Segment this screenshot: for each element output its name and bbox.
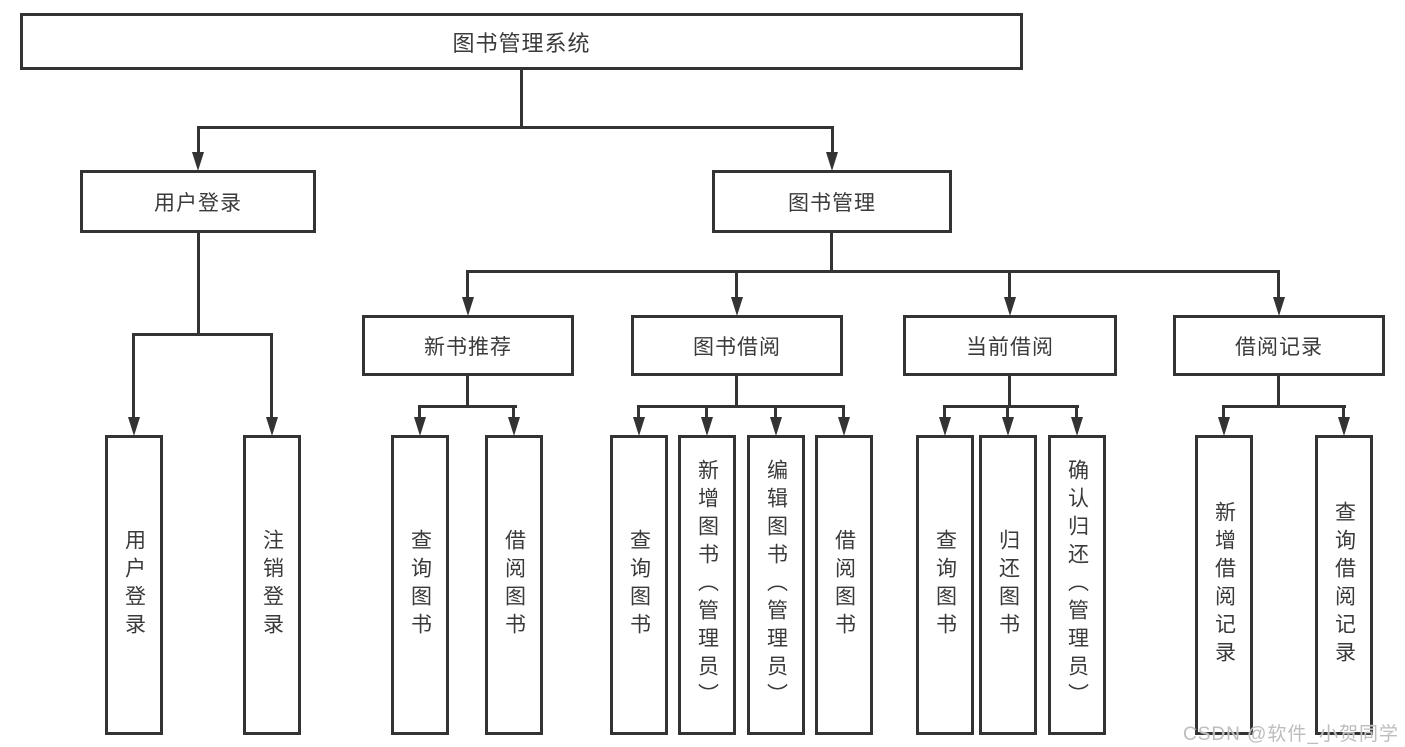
leaf-add-books-admin: 新增图书（管理员） — [678, 435, 736, 735]
arrowhead-icon — [939, 417, 951, 436]
connector-drop — [842, 405, 845, 421]
arrowhead-icon — [838, 417, 850, 436]
connector-drop — [418, 405, 421, 421]
connector-new-book-rail — [418, 405, 517, 408]
arrowhead-icon — [826, 152, 838, 171]
connector-user-login-stub — [197, 231, 200, 335]
connector-drop-book-borrow — [735, 270, 738, 300]
connector-drop-current-borrow — [1008, 270, 1011, 300]
leaf-logout: 注销登录 — [243, 435, 301, 735]
arrowhead-icon — [1218, 417, 1230, 436]
connector-drop-borrow-records — [1277, 270, 1280, 300]
arrowhead-icon — [266, 417, 278, 436]
leaf-add-borrow-record: 新增借阅记录 — [1195, 435, 1253, 735]
node-user-login: 用户登录 — [80, 170, 316, 233]
connector-root-stub — [520, 68, 523, 129]
leaf-query-books-borrow: 查询图书 — [610, 435, 668, 735]
connector-current-borrow-rail — [943, 405, 1079, 408]
connector-current-borrow-stub — [1008, 374, 1011, 408]
connector-drop-book-management — [831, 126, 834, 156]
connector-drop-user-login — [197, 126, 200, 156]
connector-drop — [774, 405, 777, 421]
arrowhead-icon — [1071, 417, 1083, 436]
connector-drop-logout-leaf — [270, 333, 273, 421]
connector-book-management-stub — [830, 231, 833, 273]
node-new-book-recommend: 新书推荐 — [362, 315, 574, 376]
connector-drop — [1342, 405, 1345, 421]
connector-drop — [1006, 405, 1009, 421]
connector-borrow-records-stub — [1277, 374, 1280, 408]
arrowhead-icon — [1004, 297, 1016, 316]
connector-book-management-rail — [467, 270, 1280, 273]
connector-drop — [1075, 405, 1078, 421]
leaf-return-books: 归还图书 — [979, 435, 1037, 735]
connector-new-book-stub — [466, 374, 469, 408]
arrowhead-icon — [633, 417, 645, 436]
arrowhead-icon — [731, 297, 743, 316]
leaf-borrow-books-recommend: 借阅图书 — [485, 435, 543, 735]
leaf-query-books-recommend: 查询图书 — [391, 435, 449, 735]
arrowhead-icon — [1338, 417, 1350, 436]
connector-drop-login-leaf — [132, 333, 135, 421]
node-current-borrow: 当前借阅 — [903, 315, 1117, 376]
leaf-borrow-books: 借阅图书 — [815, 435, 873, 735]
leaf-edit-books-admin: 编辑图书（管理员） — [747, 435, 805, 735]
leaf-query-borrow-record: 查询借阅记录 — [1315, 435, 1373, 735]
arrowhead-icon — [1002, 417, 1014, 436]
connector-root-rail — [197, 126, 834, 129]
arrowhead-icon — [770, 417, 782, 436]
connector-drop — [1222, 405, 1225, 421]
arrowhead-icon — [462, 297, 474, 316]
arrowhead-icon — [128, 417, 140, 436]
connector-drop — [943, 405, 946, 421]
connector-drop — [705, 405, 708, 421]
node-library-management-system: 图书管理系统 — [20, 13, 1023, 70]
arrowhead-icon — [1273, 297, 1285, 316]
leaf-query-books-current: 查询图书 — [916, 435, 974, 735]
connector-book-borrow-stub — [735, 374, 738, 408]
arrowhead-icon — [192, 152, 204, 171]
connector-drop — [512, 405, 515, 421]
node-book-borrow: 图书借阅 — [631, 315, 843, 376]
node-book-management: 图书管理 — [712, 170, 952, 233]
node-borrow-records: 借阅记录 — [1173, 315, 1385, 376]
connector-borrow-records-rail — [1222, 405, 1346, 408]
connector-drop-new-book — [466, 270, 469, 300]
connector-user-login-rail — [132, 333, 273, 336]
arrowhead-icon — [701, 417, 713, 436]
arrowhead-icon — [414, 417, 426, 436]
leaf-user-login: 用户登录 — [105, 435, 163, 735]
connector-drop — [637, 405, 640, 421]
csdn-watermark: CSDN @软件_小贺同学 — [1183, 724, 1399, 745]
leaf-confirm-return-admin: 确认归还（管理员） — [1048, 435, 1106, 735]
connector-book-borrow-rail — [637, 405, 845, 408]
arrowhead-icon — [508, 417, 520, 436]
